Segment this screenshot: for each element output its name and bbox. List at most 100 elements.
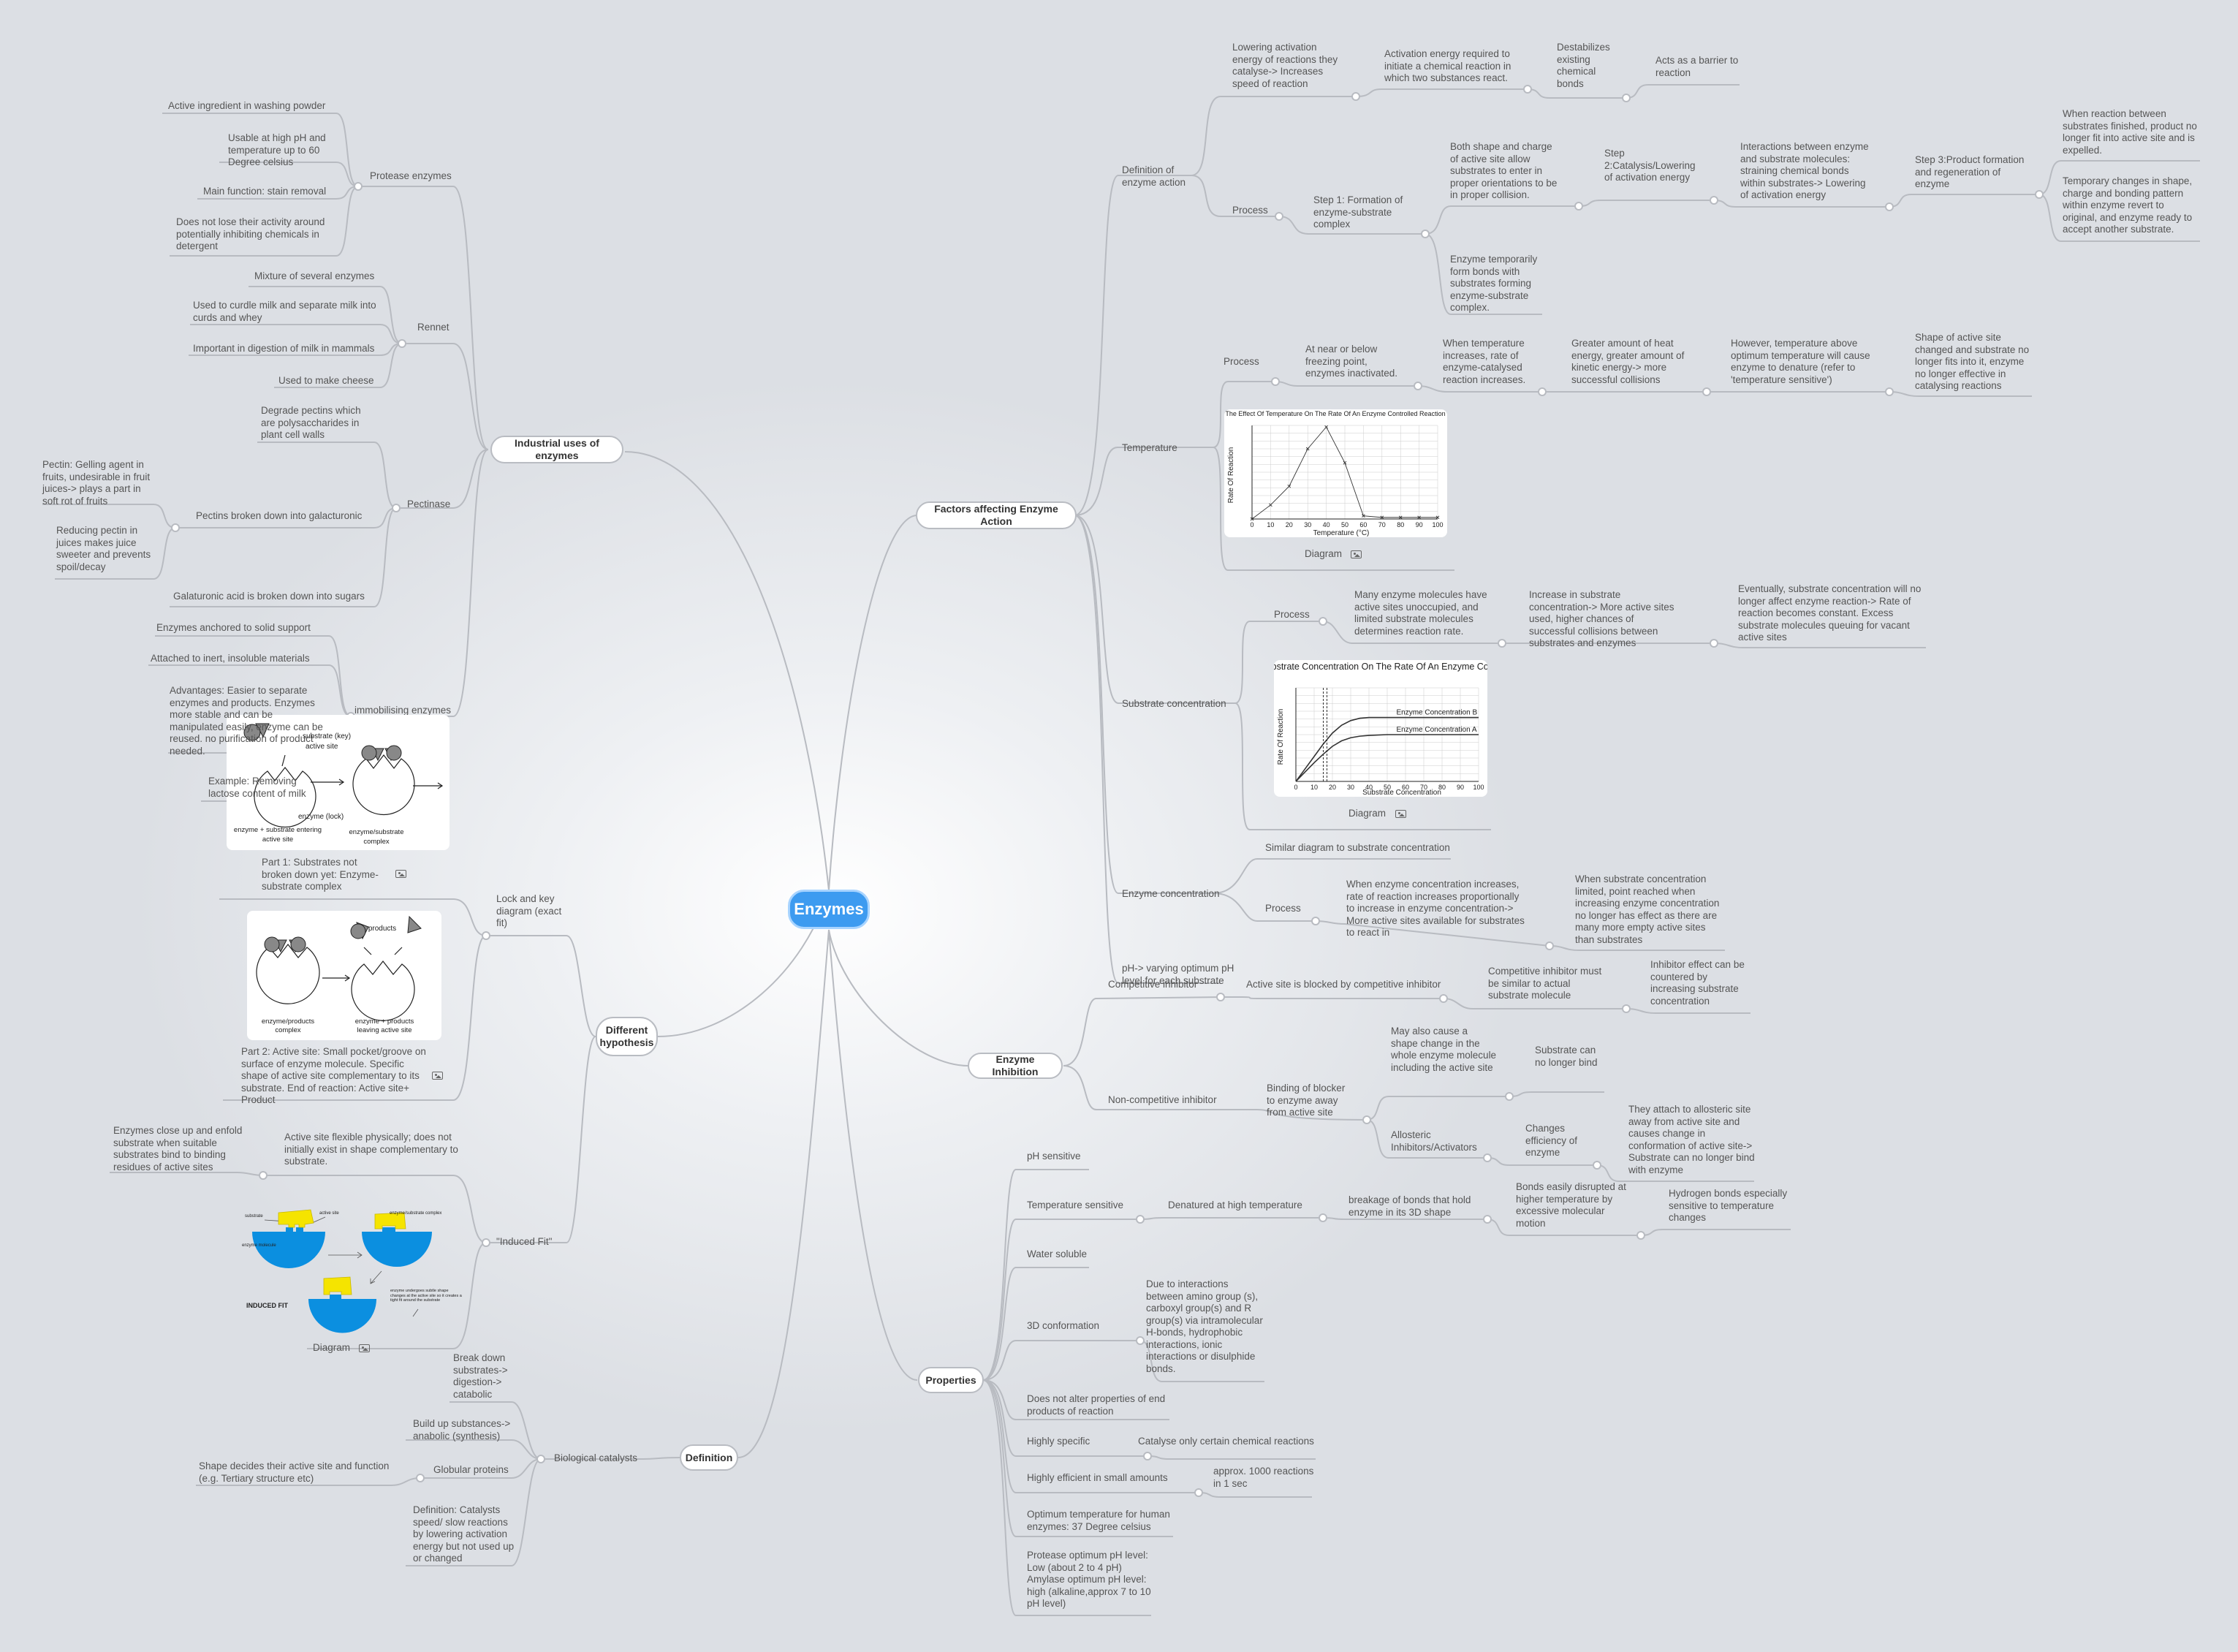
induced-close[interactable]: Enzymes close up and enfold substrate wh… (113, 1125, 243, 1172)
temp-increase[interactable]: When temperature increases, rate of enzy… (1443, 338, 1526, 385)
immob-anchored[interactable]: Enzymes anchored to solid support (156, 622, 311, 633)
branch-industrial[interactable]: Industrial uses of enzymes (490, 436, 623, 463)
immobilising-enzymes[interactable]: immobilising enzymes (354, 705, 452, 716)
sub-increase[interactable]: Increase in substrate concentration-> Mo… (1529, 589, 1674, 648)
node-interactions[interactable]: Interactions between enzyme and substrat… (1740, 141, 1869, 200)
def-build-up[interactable]: Build up substances-> anabolic (synthesi… (413, 1418, 511, 1441)
branch-definition[interactable]: Definition (680, 1444, 738, 1471)
protease-main[interactable]: Main function: stain removal (203, 186, 327, 197)
def-break-down[interactable]: Break down substrates-> digestion-> cata… (453, 1352, 508, 1400)
immob-attached[interactable]: Attached to inert, insoluble materials (151, 653, 310, 664)
prop-due-to[interactable]: Due to interactions between amino group … (1146, 1278, 1263, 1374)
image-icon[interactable] (1351, 550, 1362, 558)
lock-and-key-diagram[interactable]: Lock and key diagram (exact fit) (496, 893, 562, 928)
def-catalysts[interactable]: Definition: Catalysts speed/ slow reacti… (413, 1504, 515, 1564)
pect-reducing[interactable]: Reducing pectin in juices makes juice sw… (56, 525, 151, 572)
prop-ph-sensitive[interactable]: pH sensitive (1027, 1151, 1081, 1162)
sub-process[interactable]: Process (1274, 609, 1310, 620)
enz-limited[interactable]: When substrate concentration limited, po… (1575, 874, 1720, 945)
nc-binding[interactable]: Binding of blocker to enzyme away from a… (1267, 1083, 1346, 1118)
pect-sugars[interactable]: Galaturonic acid is broken down into sug… (173, 591, 365, 602)
node-step2[interactable]: Step 2:Catalysis/Lowering of activation … (1604, 148, 1696, 183)
rennet-cheese[interactable]: Used to make cheese (278, 375, 374, 386)
def-shape-decides[interactable]: Shape decides their active site and func… (199, 1460, 390, 1484)
pectinase-label[interactable]: Pectinase (407, 499, 451, 509)
prop-bonds-disrupted[interactable]: Bonds easily disrupted at higher tempera… (1516, 1181, 1626, 1229)
nc-cannot[interactable]: Substrate can no longer bind (1535, 1045, 1598, 1068)
protease-active[interactable]: Active ingredient in washing powder (168, 100, 326, 111)
enz-when[interactable]: When enzyme concentration increases, rat… (1346, 879, 1525, 938)
sub-many[interactable]: Many enzyme molecules have active sites … (1354, 589, 1487, 637)
temp-greater[interactable]: Greater amount of heat energy, greater a… (1571, 338, 1685, 385)
central-topic[interactable]: Enzymes (788, 890, 870, 929)
temp-freezing[interactable]: At near or below freezing point, enzymes… (1305, 344, 1398, 379)
sub-eventually[interactable]: Eventually, substrate concentration will… (1738, 583, 1922, 643)
prop-water-soluble[interactable]: Water soluble (1027, 1249, 1088, 1259)
temp-shape[interactable]: Shape of active site changed and substra… (1915, 332, 2030, 391)
pect-degrade[interactable]: Degrade pectins which are polysaccharide… (261, 405, 361, 440)
prop-highly-efficient[interactable]: Highly efficient in small amounts (1027, 1472, 1168, 1483)
prop-3d-conformation[interactable]: 3D conformation (1027, 1320, 1100, 1331)
enz-similar[interactable]: Similar diagram to substrate concentrati… (1265, 842, 1450, 853)
nc-allosteric[interactable]: Allosteric Inhibitors/Activators (1391, 1129, 1477, 1153)
nc-attach[interactable]: They attach to allosteric site away from… (1628, 1104, 1755, 1175)
competitive-inhibitor[interactable]: Competitive inhibitor (1108, 979, 1198, 990)
enzyme-concentration-label[interactable]: Enzyme concentration (1122, 888, 1220, 899)
branch-inhibition[interactable]: Enzyme Inhibition (968, 1053, 1063, 1079)
rennet-mixture[interactable]: Mixture of several enzymes (254, 270, 375, 281)
ph-varying[interactable]: pH-> varying optimum pH level for each s… (1122, 963, 1234, 986)
noncompetitive-inhibitor[interactable]: Non-competitive inhibitor (1108, 1094, 1217, 1105)
node-both-shape[interactable]: Both shape and charge of active site all… (1450, 141, 1558, 200)
sub-diagram-label[interactable]: Diagram (1349, 808, 1387, 819)
node-barrier[interactable]: Acts as a barrier to reaction (1655, 55, 1739, 78)
temperature-label[interactable]: Temperature (1122, 442, 1177, 453)
nc-changes[interactable]: Changes efficiency of enzyme (1525, 1123, 1578, 1158)
temp-diagram-label[interactable]: Diagram (1305, 548, 1343, 559)
branch-factors[interactable]: Factors affecting Enzyme Action (916, 501, 1077, 529)
immob-example[interactable]: Example: Removing lactose content of mil… (208, 776, 306, 799)
comp-similar[interactable]: Competitive inhibitor must be similar to… (1488, 966, 1602, 1001)
branch-properties[interactable]: Properties (918, 1367, 984, 1393)
comp-countered[interactable]: Inhibitor effect can be countered by inc… (1650, 959, 1745, 1007)
nc-may[interactable]: May also cause a shape change in the who… (1391, 1026, 1497, 1073)
immob-advantages[interactable]: Advantages: Easier to separate enzymes a… (170, 685, 323, 757)
protease-usable[interactable]: Usable at high pH and temperature up to … (228, 132, 326, 167)
induced-diagram-label[interactable]: Diagram (313, 1342, 351, 1353)
node-destabilizes[interactable]: Destabilizes existing chemical bonds (1557, 42, 1610, 89)
image-icon[interactable] (432, 1072, 443, 1080)
node-process[interactable]: Process (1232, 205, 1268, 216)
temp-however[interactable]: However, temperature above optimum tempe… (1731, 338, 1870, 385)
prop-approx[interactable]: approx. 1000 reactions in 1 sec (1213, 1466, 1314, 1489)
node-when-finished[interactable]: When reaction between substrates finishe… (2063, 108, 2197, 156)
node-activation-energy[interactable]: Activation energy required to initiate a… (1384, 48, 1511, 83)
prop-protease-ph[interactable]: Protease optimum pH level: Low (about 2 … (1027, 1550, 1151, 1609)
prop-highly-specific[interactable]: Highly specific (1027, 1436, 1090, 1447)
branch-hypothesis[interactable]: Different hypothesis (596, 1017, 658, 1056)
hyp-part2[interactable]: Part 2: Active site: Small pocket/groove… (241, 1046, 426, 1105)
node-lowering-activation[interactable]: Lowering activation energy of reactions … (1232, 42, 1338, 89)
rennet-label[interactable]: Rennet (417, 322, 450, 333)
image-icon[interactable] (395, 870, 406, 878)
prop-hydrogen[interactable]: Hydrogen bonds especially sensitive to t… (1669, 1188, 1788, 1223)
node-step3[interactable]: Step 3:Product formation and regeneratio… (1915, 154, 2025, 189)
rennet-important[interactable]: Important in digestion of milk in mammal… (193, 343, 375, 354)
hyp-part1[interactable]: Part 1: Substrates not broken down yet: … (262, 857, 379, 892)
biological-catalysts[interactable]: Biological catalysts (554, 1452, 638, 1463)
prop-optimum-temp[interactable]: Optimum temperature for human enzymes: 3… (1027, 1509, 1170, 1532)
rennet-curdle[interactable]: Used to curdle milk and separate milk in… (193, 300, 376, 323)
prop-breakage[interactable]: breakage of bonds that hold enzyme in it… (1349, 1194, 1471, 1218)
node-temporary-changes[interactable]: Temporary changes in shape, charge and b… (2063, 175, 2193, 235)
induced-fit-label[interactable]: "Induced Fit" (496, 1236, 553, 1247)
protease-enzymes[interactable]: Protease enzymes (370, 170, 452, 181)
pect-broken[interactable]: Pectins broken down into galacturonic (196, 510, 363, 521)
node-step1[interactable]: Step 1: Formation of enzyme-substrate co… (1313, 194, 1403, 230)
protease-not-lose[interactable]: Does not lose their activity around pote… (176, 216, 325, 251)
comp-blocked[interactable]: Active site is blocked by competitive in… (1246, 979, 1441, 990)
definition-of-enzyme-action[interactable]: Definition of enzyme action (1122, 164, 1186, 188)
prop-not-alter[interactable]: Does not alter properties of end product… (1027, 1393, 1166, 1417)
image-icon[interactable] (1395, 810, 1406, 818)
prop-temp-sensitive[interactable]: Temperature sensitive (1027, 1200, 1124, 1210)
induced-flexible[interactable]: Active site flexible physically; does no… (284, 1132, 458, 1167)
def-globular[interactable]: Globular proteins (433, 1464, 509, 1475)
prop-denatured[interactable]: Denatured at high temperature (1168, 1200, 1302, 1210)
